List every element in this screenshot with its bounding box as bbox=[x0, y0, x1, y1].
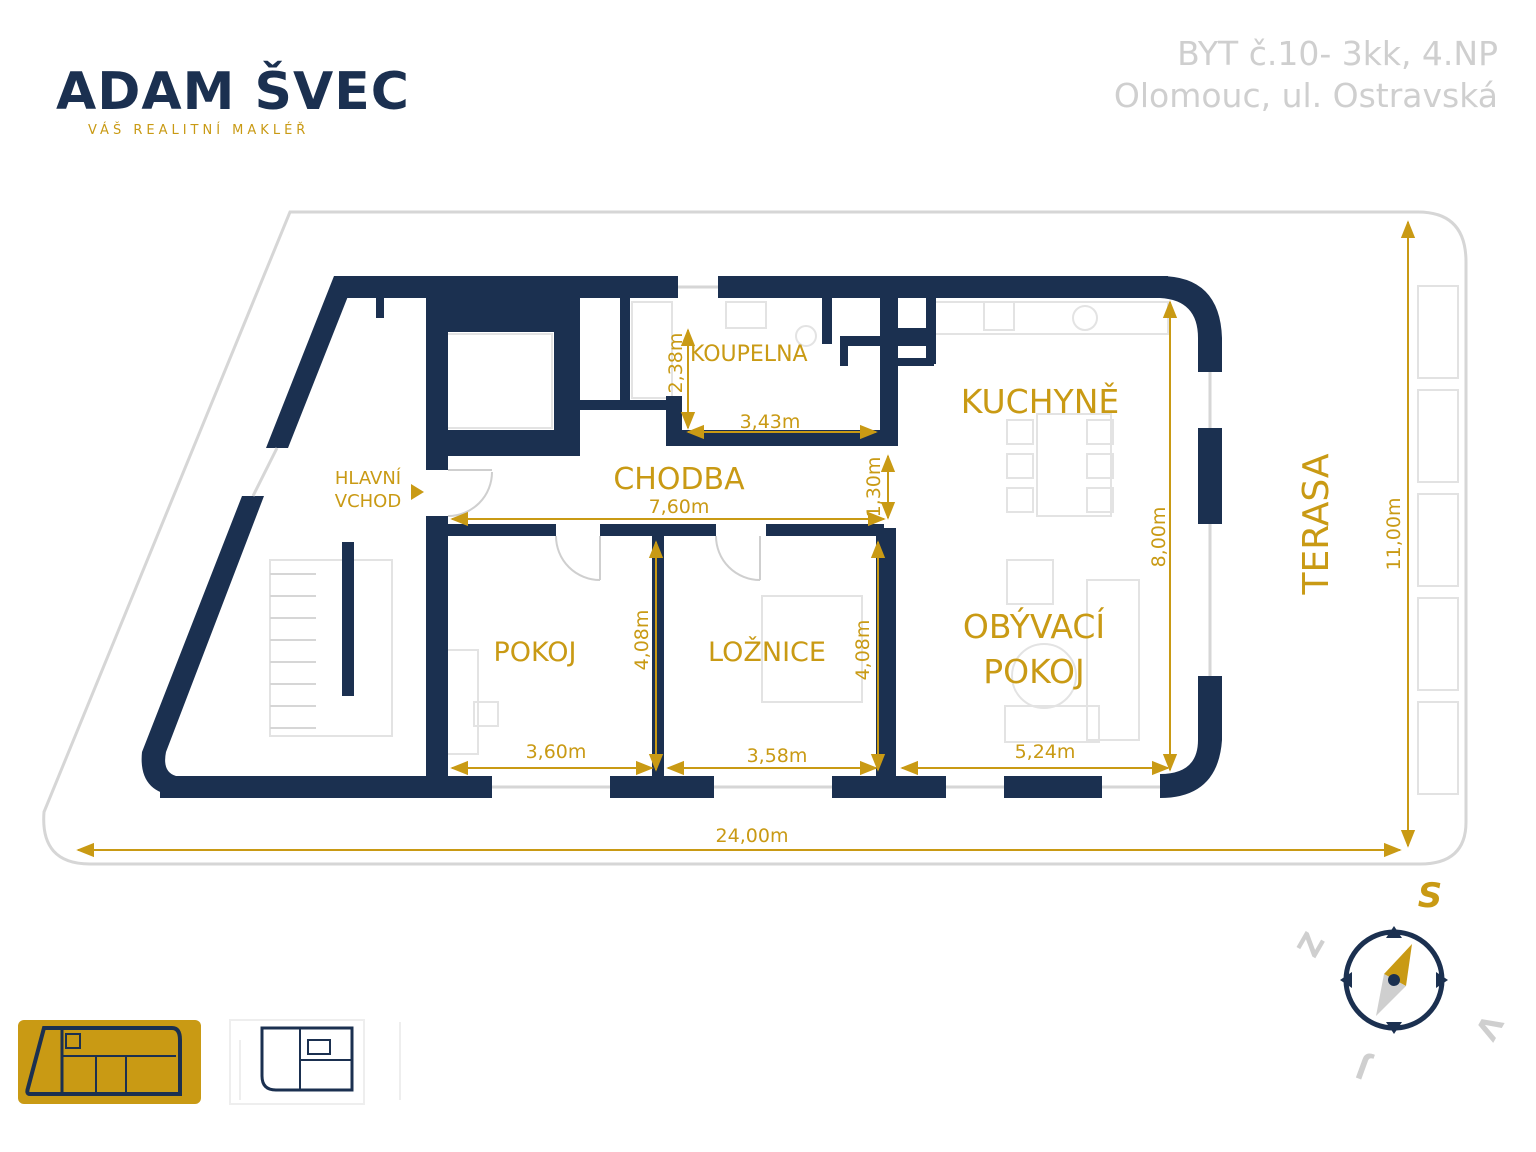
dim-pokoj-width: 3,60m bbox=[526, 741, 587, 763]
brand-logo-name: ADAM ŠVEC bbox=[56, 62, 410, 122]
room-label-kuchyne: KUCHYNĚ bbox=[961, 381, 1119, 421]
dim-obyvaci-width: 5,24m bbox=[1015, 741, 1076, 763]
room-label-obyvaci-1: OBÝVACÍ bbox=[963, 606, 1105, 646]
dimension-lines bbox=[76, 220, 1416, 858]
compass-label-v: V bbox=[1467, 1008, 1509, 1046]
dim-chodba-width: 7,60m bbox=[649, 496, 710, 518]
dim-loznice-width: 3,58m bbox=[747, 745, 808, 767]
dim-pokoj-height: 4,08m bbox=[631, 610, 653, 671]
dim-chodba-height: 1,30m bbox=[863, 457, 885, 518]
key-plan-thumbnail bbox=[18, 1019, 401, 1105]
dim-loznice-height: 4,08m bbox=[852, 620, 874, 681]
dim-total-width: 24,00m bbox=[716, 825, 789, 847]
room-label-koupelna: KOUPELNA bbox=[690, 342, 808, 367]
dim-kuchyne-height: 8,00m bbox=[1148, 507, 1170, 568]
compass-label-z: Z bbox=[1291, 927, 1332, 963]
entrance-arrow-icon bbox=[411, 484, 424, 500]
room-label-hlavni-vchod-1: HLAVNÍ bbox=[335, 467, 401, 489]
room-label-terasa: TERASA bbox=[1296, 453, 1337, 595]
dim-total-height: 11,00m bbox=[1383, 498, 1405, 571]
compass-label-j: J bbox=[1352, 1049, 1376, 1086]
apartment-address: Olomouc, ul. Ostravská bbox=[1113, 76, 1498, 115]
dim-koupelna-width: 3,43m bbox=[740, 411, 801, 433]
room-label-pokoj: POKOJ bbox=[494, 637, 577, 668]
room-label-loznice: LOŽNICE bbox=[708, 636, 826, 668]
compass-label-s: S bbox=[1418, 876, 1443, 916]
apartment-title: BYT č.10- 3kk, 4.NP bbox=[1177, 34, 1498, 73]
staircase bbox=[270, 573, 316, 729]
room-label-chodba: CHODBA bbox=[613, 462, 745, 497]
compass-icon bbox=[1340, 926, 1448, 1034]
dim-koupelna-height: 2,38m bbox=[665, 333, 687, 394]
brand-tagline: VÁŠ REALITNÍ MAKLÉŘ bbox=[88, 123, 310, 138]
furniture bbox=[269, 301, 1169, 755]
lot-outline bbox=[42, 210, 1468, 866]
windows bbox=[251, 285, 1212, 789]
room-label-hlavni-vchod-2: VCHOD bbox=[335, 491, 401, 512]
room-label-obyvaci-2: POKOJ bbox=[983, 652, 1084, 691]
terrace-planters bbox=[1417, 285, 1459, 795]
